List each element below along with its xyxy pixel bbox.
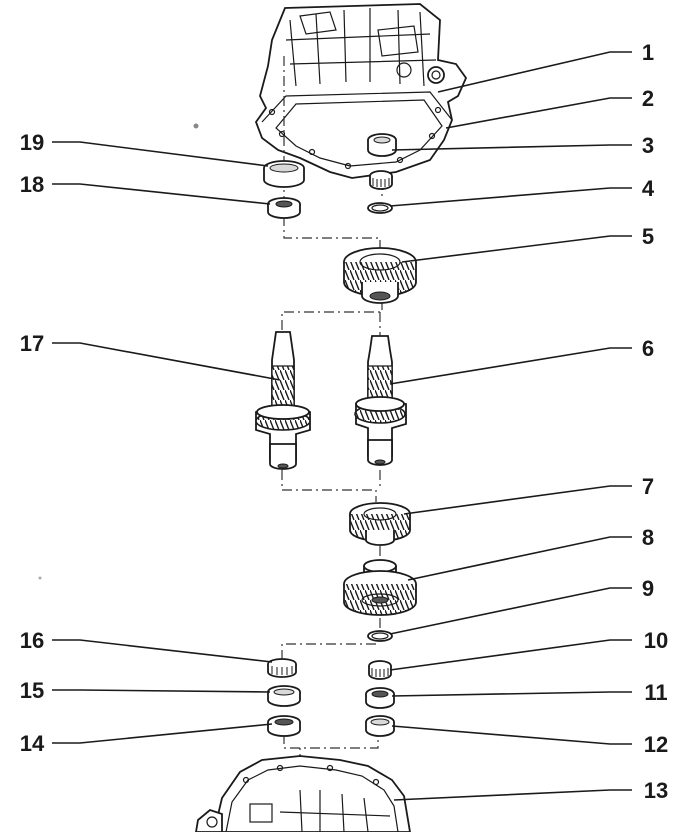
callout-15: 15 [20, 678, 44, 703]
callout-11: 11 [644, 680, 667, 705]
bearing-part-16 [267, 658, 297, 678]
gear-part-5 [343, 247, 417, 304]
callout-8: 8 [642, 525, 654, 550]
bearing-part-10 [368, 660, 392, 680]
gearbox-housing-upper [254, 3, 468, 179]
shaft-part-17 [255, 331, 311, 470]
circlip-part-9 [367, 630, 393, 642]
gearbox-housing-lower [195, 755, 411, 832]
callout-3: 3 [642, 133, 654, 158]
circlip-part-4 [367, 202, 393, 214]
cup-part-19 [263, 160, 305, 188]
callout-10: 10 [644, 628, 668, 653]
race-part-14 [267, 715, 301, 737]
gear-part-7 [349, 502, 411, 546]
callout-12: 12 [644, 732, 668, 757]
shaft-part-6 [354, 335, 407, 466]
callout-9: 9 [642, 576, 654, 601]
bearing-part-3 [367, 133, 397, 157]
callout-4: 4 [642, 176, 655, 201]
callout-18: 18 [20, 172, 44, 197]
scan-speck [193, 123, 199, 129]
leader-lines [52, 51, 632, 801]
callout-labels: 1 2 3 4 5 6 7 8 9 10 11 12 13 14 15 16 1… [20, 40, 668, 803]
bearing-part-18 [267, 197, 301, 219]
callout-13: 13 [644, 778, 668, 803]
callout-5: 5 [642, 224, 654, 249]
callout-17: 17 [20, 331, 44, 356]
callout-14: 14 [20, 731, 45, 756]
scan-speck [38, 576, 42, 580]
callout-1: 1 [642, 40, 654, 65]
callout-16: 16 [20, 628, 44, 653]
assembly-axis-lines [281, 56, 383, 790]
callout-19: 19 [20, 130, 44, 155]
race-part-11 [365, 687, 395, 709]
callout-6: 6 [642, 336, 654, 361]
gear-part-8 [343, 559, 417, 616]
bearing-race [369, 170, 393, 190]
callout-2: 2 [642, 86, 654, 111]
callout-7: 7 [642, 474, 654, 499]
race-part-15 [267, 685, 301, 707]
race-part-12 [365, 715, 395, 737]
